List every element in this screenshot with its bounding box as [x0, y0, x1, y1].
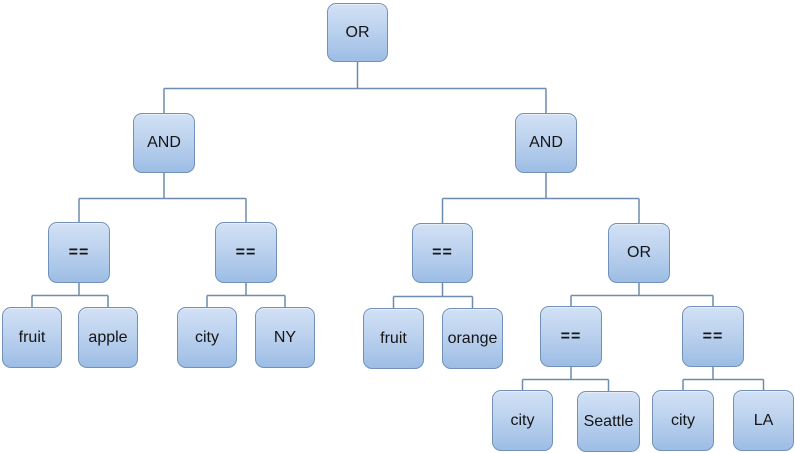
connector-or-root: [163, 62, 547, 113]
tree-node-label: orange: [447, 329, 498, 347]
tree-node-eq-d: ==: [540, 306, 602, 367]
connector-eq-a: [31, 283, 109, 307]
tree-node-label: city: [671, 411, 695, 429]
tree-node-or-2: OR: [608, 223, 670, 283]
tree-node-label: AND: [147, 134, 181, 151]
connector-eq-e: [682, 367, 765, 390]
connector-eq-c: [392, 283, 474, 308]
tree-node-city-2: city: [492, 390, 553, 451]
tree-node-label: ==: [702, 327, 724, 345]
tree-node-fruit-2: fruit: [363, 308, 424, 369]
tree-node-label: ==: [68, 243, 90, 261]
tree-node-label: ==: [432, 244, 453, 261]
tree-node-seattle: Seattle: [577, 391, 640, 452]
tree-node-label: fruit: [380, 329, 407, 347]
tree-node-la: LA: [733, 390, 794, 451]
tree-node-city-1: city: [177, 307, 237, 368]
tree-node-label: Seattle: [583, 412, 634, 430]
tree-node-eq-e: ==: [682, 306, 744, 367]
tree-node-label: AND: [529, 134, 563, 151]
tree-node-city-3: city: [652, 390, 714, 451]
tree-node-label: apple: [88, 328, 128, 346]
tree-node-orange: orange: [442, 308, 503, 369]
tree-node-fruit-1: fruit: [2, 307, 62, 368]
tree-node-eq-c: ==: [412, 223, 473, 283]
tree-node-label: ==: [560, 327, 582, 345]
connector-eq-d: [521, 367, 610, 391]
tree-node-eq-b: ==: [215, 222, 277, 283]
tree-node-label: OR: [345, 23, 370, 41]
tree-node-label: OR: [627, 244, 651, 261]
tree-node-eq-a: ==: [48, 222, 110, 283]
connector-eq-b: [206, 283, 286, 307]
tree-node-label: city: [195, 328, 219, 346]
tree-node-label: ==: [235, 243, 257, 261]
tree-node-and-left: AND: [133, 113, 195, 173]
tree-node-and-right: AND: [515, 113, 577, 173]
tree-node-label: NY: [273, 328, 297, 346]
tree-node-ny: NY: [255, 307, 315, 368]
tree-node-label: LA: [753, 411, 774, 429]
tree-node-or-root: OR: [327, 3, 388, 62]
tree-node-label: city: [510, 411, 535, 429]
tree-node-label: fruit: [18, 328, 46, 346]
connector-and-left: [78, 173, 247, 222]
tree-node-apple: apple: [78, 307, 138, 368]
connector-and-right: [441, 173, 640, 223]
connector-or-2: [570, 283, 714, 306]
